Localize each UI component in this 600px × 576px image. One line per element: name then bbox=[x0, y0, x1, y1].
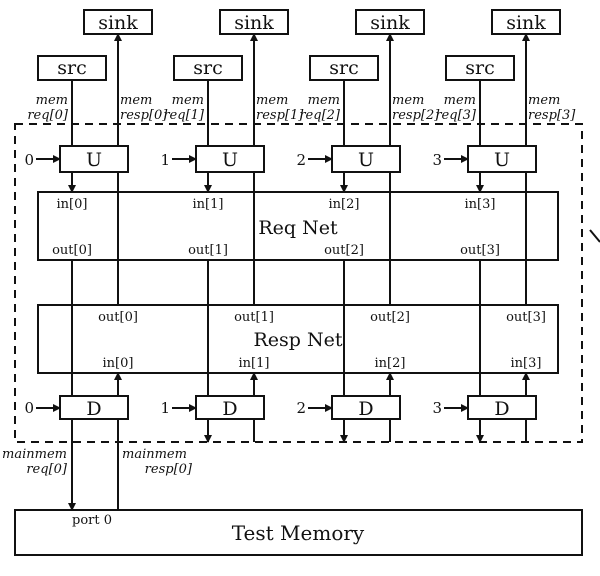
resp-net-box bbox=[37, 304, 559, 374]
sink-box bbox=[219, 9, 289, 35]
mem-req-label-1: mem bbox=[308, 93, 340, 108]
resp-net-in-label: in[3] bbox=[511, 356, 542, 371]
req-net-in-label: in[0] bbox=[57, 197, 88, 212]
sink-box bbox=[491, 9, 561, 35]
mem-req-label-1: mem bbox=[36, 93, 68, 108]
resp-net-out-label: out[1] bbox=[234, 310, 274, 325]
resp-net-in-label: in[2] bbox=[375, 356, 406, 371]
req-net-out-label: out[1] bbox=[188, 243, 228, 258]
src-label: src bbox=[193, 57, 222, 79]
demux-index: 3 bbox=[432, 399, 442, 417]
unit-label: U bbox=[358, 149, 374, 171]
edge-mark bbox=[589, 229, 600, 243]
demux-index: 1 bbox=[160, 399, 170, 417]
resp-net-label: Resp Net bbox=[253, 329, 342, 351]
req-net-out-label: out[3] bbox=[460, 243, 500, 258]
req-net-in-label: in[3] bbox=[465, 197, 496, 212]
unit-label: U bbox=[494, 149, 510, 171]
unit-box bbox=[467, 145, 537, 173]
mem-req-label-1: mem bbox=[444, 93, 476, 108]
sink-label: sink bbox=[506, 12, 546, 34]
mem-req-label-2: req[1] bbox=[163, 108, 205, 123]
mainmem-req-label-1: mainmem bbox=[2, 447, 67, 462]
req-net-in-label: in[1] bbox=[193, 197, 224, 212]
mem-req-label-2: req[0] bbox=[27, 108, 69, 123]
mainmem-resp-label-1: mainmem bbox=[122, 447, 187, 462]
mem-req-label-2: req[3] bbox=[435, 108, 477, 123]
src-box bbox=[309, 55, 379, 81]
resp-net-out-label: out[2] bbox=[370, 310, 410, 325]
req-net-out-label: out[2] bbox=[324, 243, 364, 258]
mem-resp-label-2: resp[1] bbox=[256, 108, 304, 123]
port-label: port 0 bbox=[72, 513, 112, 528]
mem-resp-label-1: mem bbox=[120, 93, 152, 108]
mem-resp-label-2: resp[0] bbox=[120, 108, 168, 123]
mainmem-req-label-2: req[0] bbox=[26, 462, 68, 477]
demux-index: 0 bbox=[24, 399, 34, 417]
sink-label: sink bbox=[370, 12, 410, 34]
resp-net-in-label: in[1] bbox=[239, 356, 270, 371]
resp-net-out-label: out[3] bbox=[506, 310, 546, 325]
mem-resp-label-1: mem bbox=[392, 93, 424, 108]
unit-box bbox=[195, 145, 265, 173]
mem-resp-label-1: mem bbox=[256, 93, 288, 108]
dashed-boundary bbox=[14, 123, 583, 443]
src-label: src bbox=[329, 57, 358, 79]
unit-index: 1 bbox=[160, 151, 170, 169]
unit-index: 0 bbox=[24, 151, 34, 169]
mainmem-resp-label-2: resp[0] bbox=[145, 462, 193, 477]
mem-req-label-2: req[2] bbox=[299, 108, 341, 123]
req-net-label: Req Net bbox=[258, 217, 338, 239]
mem-req-label-1: mem bbox=[172, 93, 204, 108]
mem-resp-label-2: resp[3] bbox=[528, 108, 576, 123]
sink-label: sink bbox=[234, 12, 274, 34]
demux-index: 2 bbox=[296, 399, 306, 417]
req-net-box bbox=[37, 191, 559, 261]
src-label: src bbox=[465, 57, 494, 79]
test-memory-box bbox=[14, 509, 583, 556]
demux-label: D bbox=[222, 398, 237, 420]
unit-label: U bbox=[222, 149, 238, 171]
unit-index: 2 bbox=[296, 151, 306, 169]
src-box bbox=[445, 55, 515, 81]
src-box bbox=[37, 55, 107, 81]
demux-label: D bbox=[358, 398, 373, 420]
req-net-out-label: out[0] bbox=[52, 243, 92, 258]
mem-resp-label-1: mem bbox=[528, 93, 560, 108]
mem-resp-label-2: resp[2] bbox=[392, 108, 440, 123]
resp-net-out-label: out[0] bbox=[98, 310, 138, 325]
sink-box bbox=[83, 9, 153, 35]
demux-label: D bbox=[86, 398, 101, 420]
unit-index: 3 bbox=[432, 151, 442, 169]
sink-box bbox=[355, 9, 425, 35]
unit-label: U bbox=[86, 149, 102, 171]
demux-label: D bbox=[494, 398, 509, 420]
src-label: src bbox=[57, 57, 86, 79]
req-net-in-label: in[2] bbox=[329, 197, 360, 212]
src-box bbox=[173, 55, 243, 81]
resp-net-in-label: in[0] bbox=[103, 356, 134, 371]
sink-label: sink bbox=[98, 12, 138, 34]
test-memory-label: Test Memory bbox=[232, 521, 365, 545]
